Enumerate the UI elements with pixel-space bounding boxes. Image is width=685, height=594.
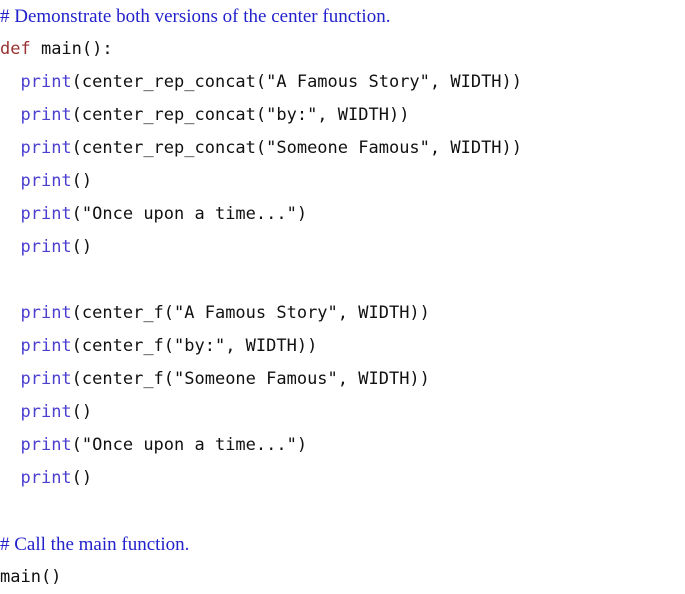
- code-indent: [0, 336, 20, 356]
- code-text: ("Once upon a time..."): [71, 204, 308, 224]
- code-line: print(): [0, 396, 685, 429]
- code-text: (center_rep_concat("Someone Famous", WID…: [71, 138, 523, 158]
- code-line: print(center_rep_concat("A Famous Story"…: [0, 66, 685, 99]
- code-indent: [0, 303, 20, 323]
- builtin-token: print: [20, 204, 72, 224]
- code-text: main():: [30, 39, 113, 59]
- code-line: def main():: [0, 33, 685, 66]
- code-text: (center_rep_concat("by:", WIDTH)): [71, 105, 410, 125]
- code-text: (): [71, 402, 93, 422]
- code-indent: [0, 105, 20, 125]
- code-text: (center_rep_concat("A Famous Story", WID…: [71, 72, 523, 92]
- code-line: print(): [0, 231, 685, 264]
- code-text: (): [71, 468, 93, 488]
- code-indent: [0, 138, 20, 158]
- code-indent: [0, 468, 20, 488]
- builtin-token: print: [20, 402, 72, 422]
- code-text: (): [71, 171, 93, 191]
- builtin-token: print: [20, 72, 72, 92]
- code-listing: # Demonstrate both versions of the cente…: [0, 6, 685, 587]
- code-text: (center_f("Someone Famous", WIDTH)): [71, 369, 430, 389]
- code-line: print(): [0, 165, 685, 198]
- code-indent: [0, 72, 20, 92]
- blank-line: [0, 264, 685, 297]
- code-indent: [0, 237, 20, 257]
- code-comment-line: # Call the main function.: [0, 534, 190, 555]
- code-indent: [0, 435, 20, 455]
- code-line: print("Once upon a time..."): [0, 198, 685, 231]
- code-indent: [0, 204, 20, 224]
- code-line: print(center_f("by:", WIDTH)): [0, 330, 685, 363]
- code-indent: [0, 402, 20, 422]
- code-line: main(): [0, 561, 685, 594]
- code-text: (): [71, 237, 93, 257]
- code-text: (center_f("by:", WIDTH)): [71, 336, 318, 356]
- builtin-token: print: [20, 369, 72, 389]
- code-text: ("Once upon a time..."): [71, 435, 308, 455]
- code-line: print(center_f("A Famous Story", WIDTH)): [0, 297, 685, 330]
- builtin-token: print: [20, 237, 72, 257]
- code-indent: [0, 171, 20, 191]
- builtin-token: print: [20, 105, 72, 125]
- keyword-token: def: [0, 39, 31, 59]
- code-line: print(): [0, 462, 685, 495]
- code-text: (center_f("A Famous Story", WIDTH)): [71, 303, 430, 323]
- code-text: main(): [0, 567, 62, 587]
- code-line: print(center_f("Someone Famous", WIDTH)): [0, 363, 685, 396]
- code-line: print(center_rep_concat("by:", WIDTH)): [0, 99, 685, 132]
- code-line: print(center_rep_concat("Someone Famous"…: [0, 132, 685, 165]
- builtin-token: print: [20, 303, 72, 323]
- code-line: print("Once upon a time..."): [0, 429, 685, 462]
- builtin-token: print: [20, 468, 72, 488]
- builtin-token: print: [20, 336, 72, 356]
- blank-line: [0, 495, 685, 528]
- builtin-token: print: [20, 435, 72, 455]
- code-comment-line: # Demonstrate both versions of the cente…: [0, 6, 391, 27]
- builtin-token: print: [20, 138, 72, 158]
- code-indent: [0, 369, 20, 389]
- builtin-token: print: [20, 171, 72, 191]
